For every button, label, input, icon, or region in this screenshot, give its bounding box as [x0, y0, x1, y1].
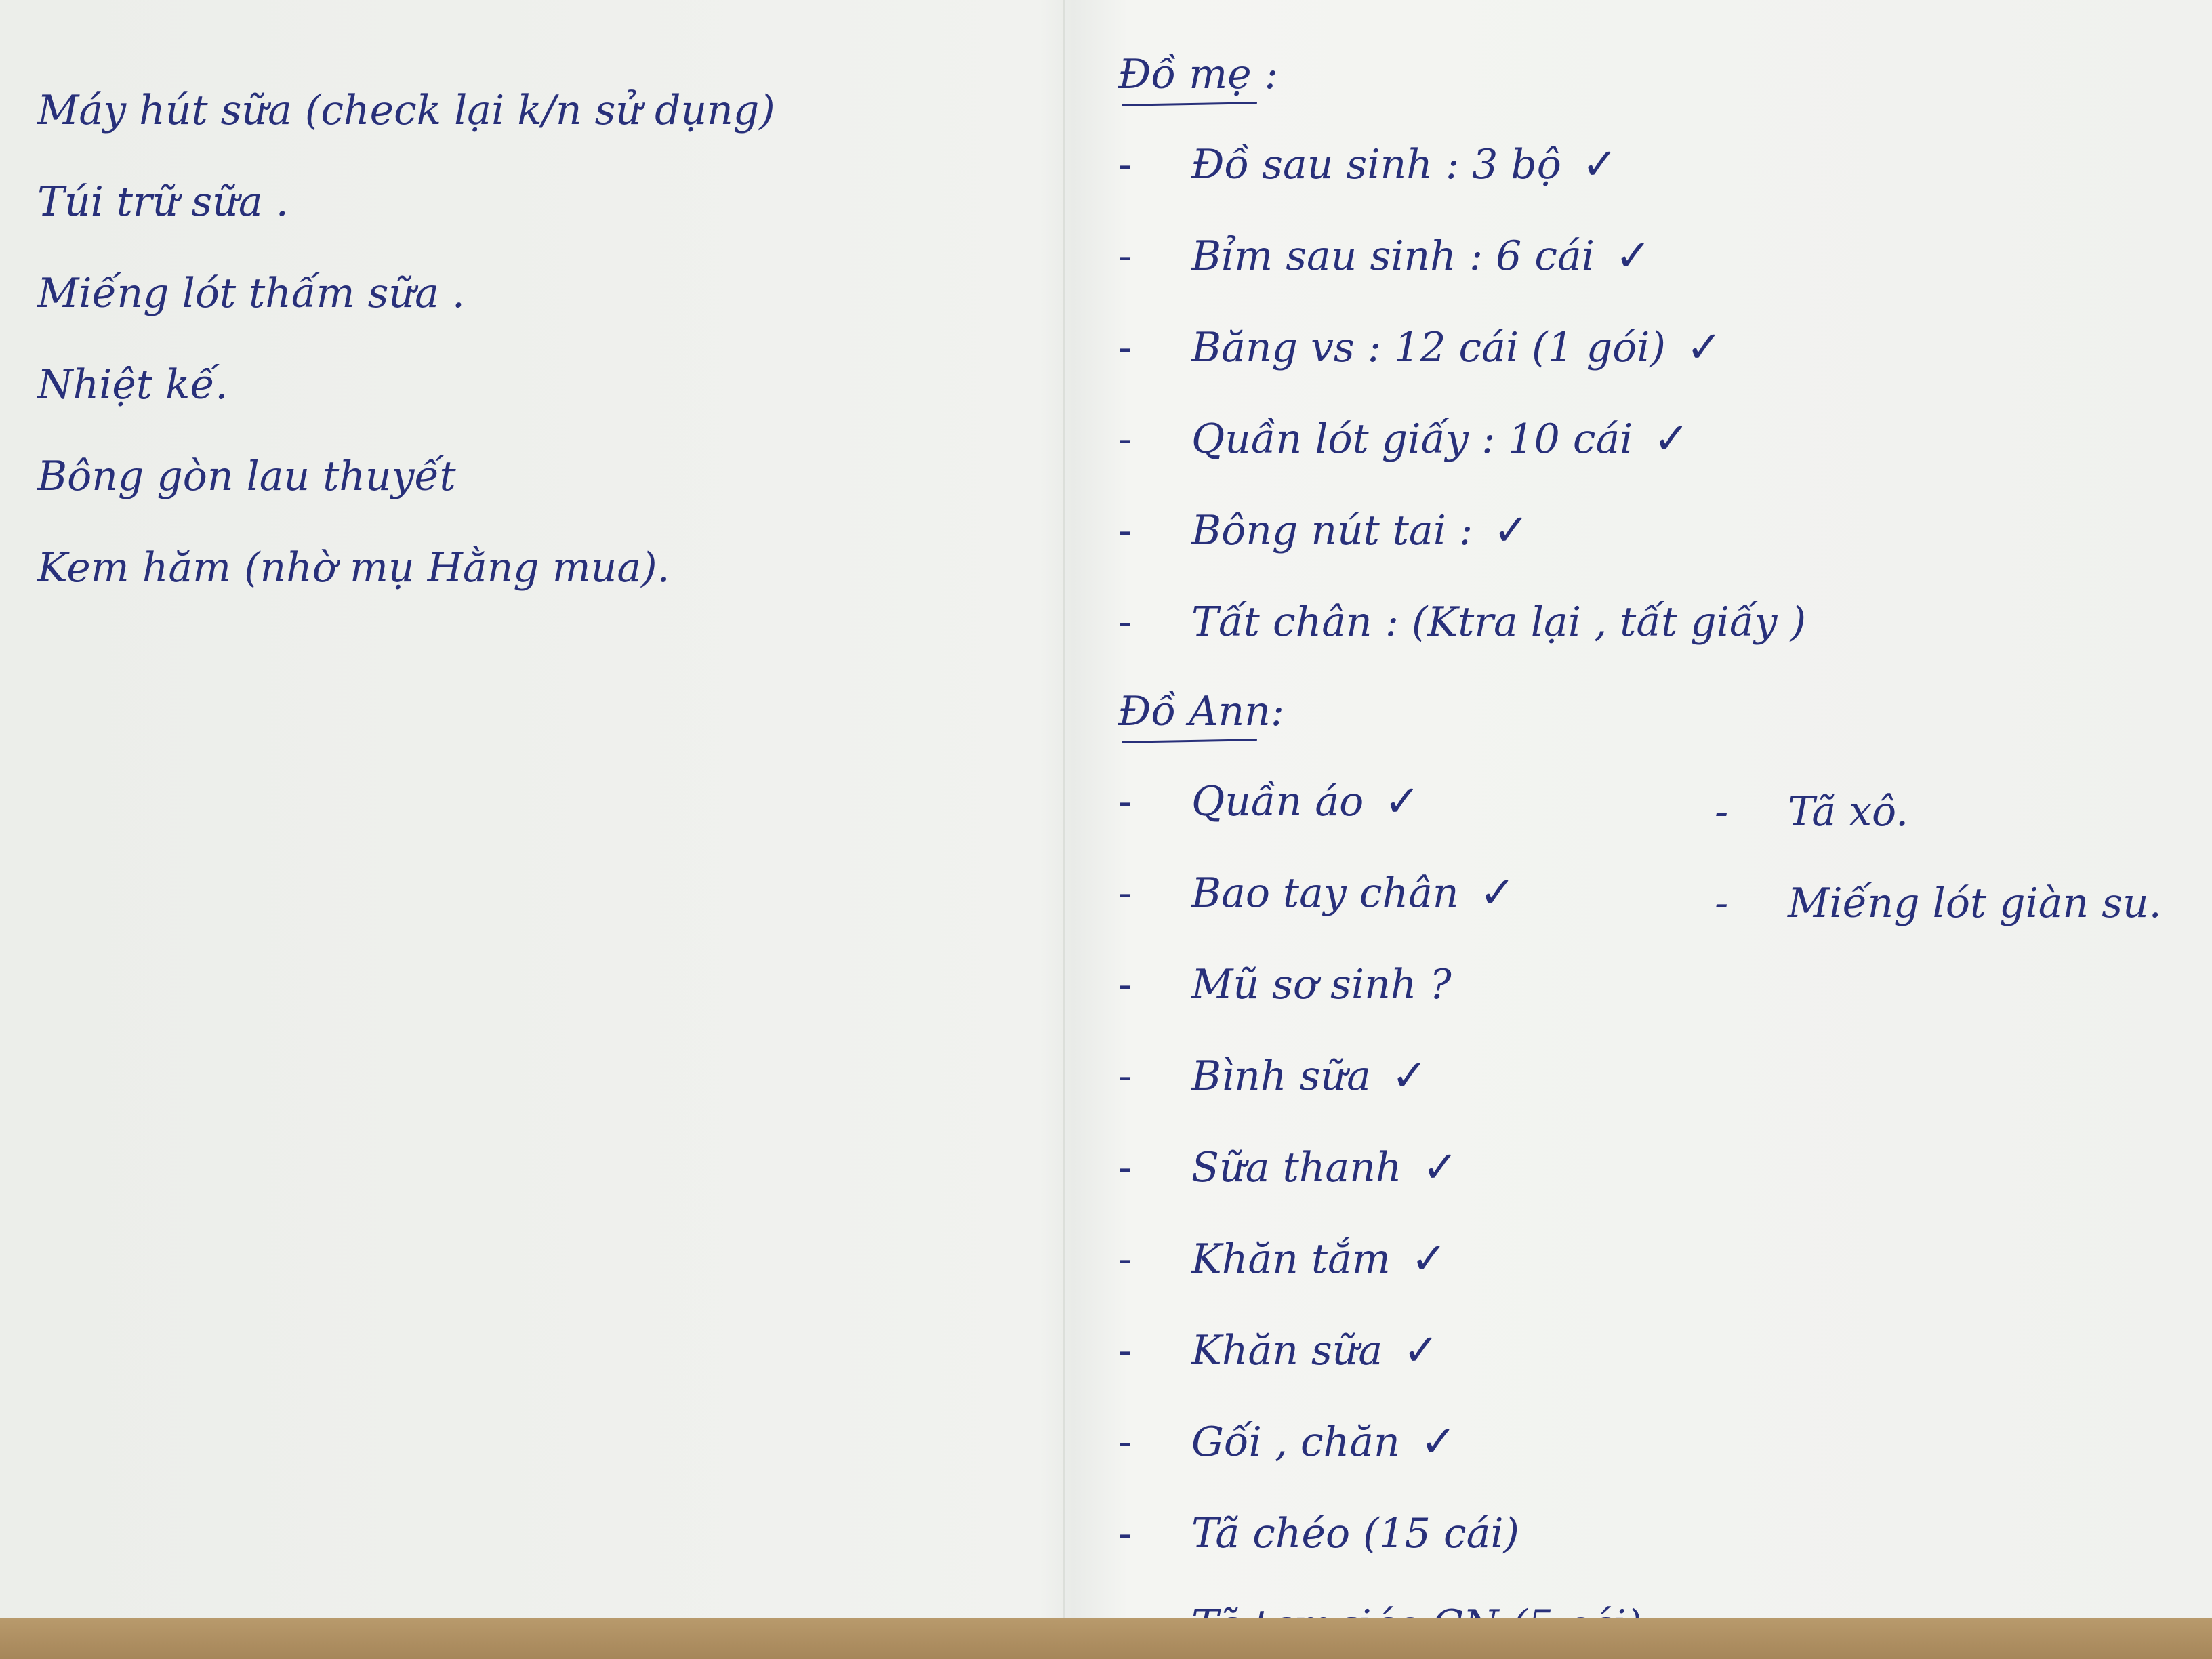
list-item: Kem hăm (nhờ mụ Hằng mua).	[37, 522, 986, 613]
side-list: - Tã xô. - Miếng lót giàn su.	[1715, 766, 2189, 949]
checkmark-icon: ✓	[1685, 322, 1723, 373]
list-item: Máy hút sữa (check lại k/n sử dụng)	[37, 64, 986, 156]
dash-marker: -	[1118, 1418, 1132, 1466]
list-item: - Tã chéo (15 cái)	[1118, 1488, 2189, 1579]
list-item-text: Túi trữ sữa .	[37, 178, 289, 226]
list-item: - Bao tay chân ✓	[1118, 847, 2189, 939]
dash-marker: -	[1118, 598, 1132, 646]
right-list: Đồ mẹ : - Đồ sau sinh : 3 bộ ✓ - Bỉm sau si…	[1118, 30, 2189, 1618]
dash-marker: -	[1118, 506, 1132, 554]
paper-fold	[1063, 0, 1065, 1618]
dash-marker: -	[1118, 232, 1132, 280]
dash-marker: -	[1118, 140, 1132, 188]
dash-marker: -	[1118, 1605, 1159, 1619]
section-title: Đồ Ann:	[1118, 688, 1285, 735]
list-item: - Đồ sau sinh : 3 bộ ✓	[1118, 119, 2189, 210]
list-item-text: Quần lót giấy : 10 cái	[1191, 415, 1633, 463]
list-item-text: Tất chân : (Ktra lại , tất giấy )	[1191, 598, 1807, 646]
dash-marker: -	[1118, 1052, 1132, 1100]
list-item: Túi trữ sữa .	[37, 156, 986, 247]
list-item-text: Bông gòn lau thuyết	[37, 452, 456, 500]
checkmark-icon: ✓	[1410, 1233, 1448, 1284]
list-item: - Sữa thanh ✓	[1118, 1122, 2189, 1213]
list-item-text: Bông nút tai :	[1191, 506, 1473, 554]
list-item: - Bình sữa ✓	[1118, 1030, 2189, 1122]
struck-text: giác	[1332, 1605, 1418, 1619]
list-item-text: Bỉm sau sinh : 6 cái	[1191, 232, 1595, 280]
list-item-text: Tã xô.	[1788, 787, 1909, 836]
me-section-heading: Đồ mẹ :	[1118, 30, 2189, 119]
list-item: - Tất chân : (Ktra lại , tất giấy )	[1118, 576, 2189, 668]
list-item-text: Mũ sơ sinh ?	[1191, 960, 1452, 1008]
list-item-text: Gối , chăn	[1191, 1418, 1400, 1466]
list-item: - Quần áo ✓	[1118, 756, 2189, 847]
list-item-text: Miếng lót thấm sữa .	[37, 269, 465, 317]
list-item: Bông gòn lau thuyết	[37, 430, 986, 522]
dash-marker: -	[1118, 1509, 1132, 1557]
checkmark-icon: ✓	[1614, 230, 1652, 281]
list-item-text: Sữa thanh	[1191, 1143, 1402, 1191]
checkmark-icon: ✓	[1391, 1050, 1428, 1101]
dash-marker: -	[1118, 415, 1132, 463]
list-item: - Miếng lót giàn su.	[1715, 857, 2189, 949]
left-list: Máy hút sữa (check lại k/n sử dụng) Túi …	[37, 64, 986, 613]
list-item-text: Bình sữa	[1191, 1052, 1371, 1100]
list-item-text: Đồ sau sinh : 3 bộ	[1191, 140, 1561, 188]
paper-sheet: Máy hút sữa (check lại k/n sử dụng) Túi …	[0, 0, 2212, 1618]
list-item: - Bỉm sau sinh : 6 cái ✓	[1118, 210, 2189, 302]
list-item: - Tã xô.	[1715, 766, 2189, 857]
list-item-text: tam	[1253, 1605, 1332, 1619]
desk-surface	[0, 1618, 2212, 1659]
checkmark-icon: ✓	[1581, 139, 1618, 190]
dash-marker: -	[1118, 1326, 1132, 1374]
dash-marker: -	[1118, 960, 1132, 1008]
list-item-text: Máy hút sữa (check lại k/n sử dụng)	[37, 86, 775, 134]
list-item: - Băng vs : 12 cái (1 gói) ✓	[1118, 302, 2189, 393]
list-item: - Gối , chăn ✓	[1118, 1396, 2189, 1488]
list-item: - Quần lót giấy : 10 cái ✓	[1118, 393, 2189, 485]
dash-marker: -	[1118, 777, 1132, 825]
list-item-text: Nhiệt kế.	[37, 361, 228, 409]
dash-marker: -	[1118, 1143, 1132, 1191]
checkmark-icon: ✓	[1420, 1416, 1457, 1467]
dash-marker: -	[1715, 787, 1729, 836]
list-item-text: Bao tay chân	[1191, 869, 1459, 917]
checkmark-icon: ✓	[1493, 505, 1530, 556]
list-item: - Tã tam giác CN (5 cái)	[1118, 1579, 2189, 1619]
checkmark-icon: ✓	[1384, 776, 1420, 827]
list-item-text: CN (5 cái)	[1432, 1605, 1642, 1619]
list-item-text: Khăn tắm	[1191, 1235, 1391, 1283]
list-item-text: Băng vs : 12 cái (1 gói)	[1191, 323, 1666, 371]
an-section-heading: Đồ Ann:	[1118, 668, 2189, 756]
list-item-text: Miếng lót giàn su.	[1788, 879, 2162, 927]
list-item-text: Kem hăm (nhờ mụ Hằng mua).	[37, 544, 670, 592]
list-item: - Bông nút tai : ✓	[1118, 485, 2189, 576]
dash-marker: -	[1118, 323, 1132, 371]
list-item-text: Tã chéo (15 cái)	[1191, 1509, 1519, 1557]
section-title: Đồ mẹ :	[1118, 51, 1278, 98]
list-item: Miếng lót thấm sữa .	[37, 247, 986, 339]
heading-underline	[1121, 739, 1258, 743]
list-item-text: Khăn sữa	[1191, 1326, 1383, 1374]
dash-marker: -	[1118, 1235, 1132, 1283]
checkmark-icon: ✓	[1653, 413, 1690, 464]
list-item: Nhiệt kế.	[37, 339, 986, 430]
checkmark-icon: ✓	[1422, 1142, 1459, 1193]
dash-marker: -	[1118, 869, 1132, 917]
list-item: - Khăn tắm ✓	[1118, 1213, 2189, 1305]
checkmark-icon: ✓	[1479, 867, 1516, 918]
dash-marker: -	[1715, 879, 1729, 927]
list-item: - Khăn sữa ✓	[1118, 1305, 2189, 1396]
list-item-text: Quần áo	[1191, 777, 1364, 825]
list-item: - Mũ sơ sinh ?	[1118, 939, 2189, 1030]
list-item-text: Tã	[1191, 1605, 1240, 1619]
heading-underline	[1121, 102, 1258, 106]
checkmark-icon: ✓	[1403, 1325, 1439, 1376]
